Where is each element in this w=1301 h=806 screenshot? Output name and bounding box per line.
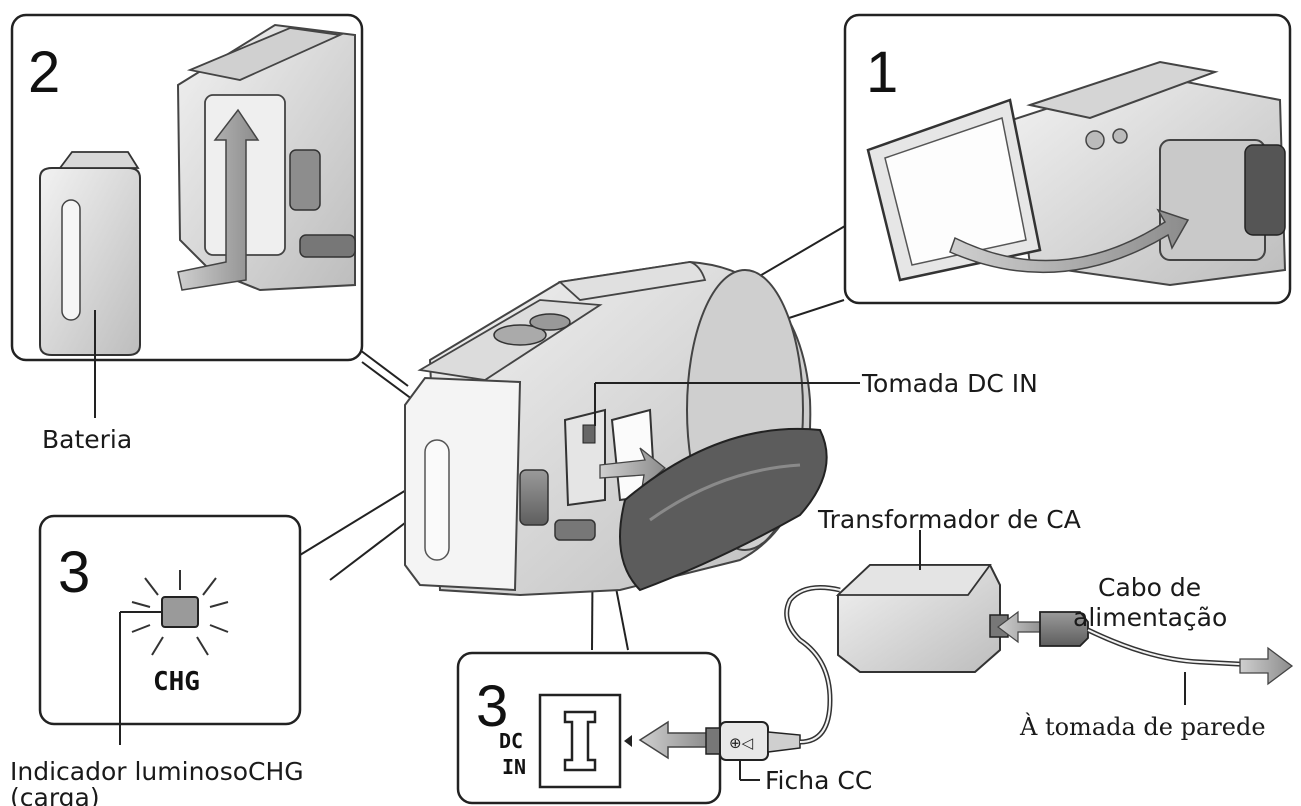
step-1-number: 1 — [866, 40, 898, 105]
dc-cable-highlight — [785, 586, 841, 743]
chg-indicator-label-line2: (carga) — [10, 783, 100, 806]
step-2-number: 2 — [28, 40, 60, 105]
camcorder-rear-battery-slot — [176, 23, 356, 292]
battery-pack — [39, 151, 141, 356]
step-3b-number: 3 — [476, 674, 508, 739]
ac-adapter — [835, 564, 1009, 673]
chg-indicator-label-line1: Indicador luminosoCHG — [10, 757, 304, 786]
step-3a-number: 3 — [58, 540, 90, 605]
panel-3-led: 3 CHG — [38, 514, 302, 726]
to-wall-arrow — [1239, 646, 1294, 686]
power-cord-label-line2: alimentação — [1073, 603, 1227, 632]
ac-adapter-label: Transformador de CA — [817, 505, 1081, 534]
dc-cable — [784, 585, 841, 745]
wall-outlet-label: À tomada de parede — [1019, 712, 1266, 741]
power-cord-label-line1: Cabo de — [1098, 573, 1201, 602]
chg-lamp-icon — [161, 596, 199, 628]
dc-port-text-in: IN — [502, 755, 526, 779]
chg-text: CHG — [153, 667, 200, 697]
socket-pointer-icon — [624, 735, 632, 747]
dc-in-socket-icon — [538, 693, 622, 789]
dc-port-text-dc: DC — [499, 729, 523, 753]
dc-plug-label: Ficha CC — [765, 766, 872, 795]
chg-rays — [131, 570, 229, 656]
camcorder-main — [404, 260, 828, 597]
camcorder-open-lcd — [866, 60, 1287, 287]
dc-plug: ⊕◁ — [705, 721, 801, 761]
dc-in-jack-label: Tomada DC IN — [861, 369, 1038, 398]
battery-label: Bateria — [42, 425, 132, 454]
panel-2: 2 — [10, 13, 364, 362]
plug-polarity-icon: ⊕◁ — [729, 734, 754, 752]
plug-insert-arrow — [638, 720, 709, 760]
panel-3-port: 3 DC IN — [456, 651, 722, 805]
panel-1: 1 — [843, 13, 1292, 305]
